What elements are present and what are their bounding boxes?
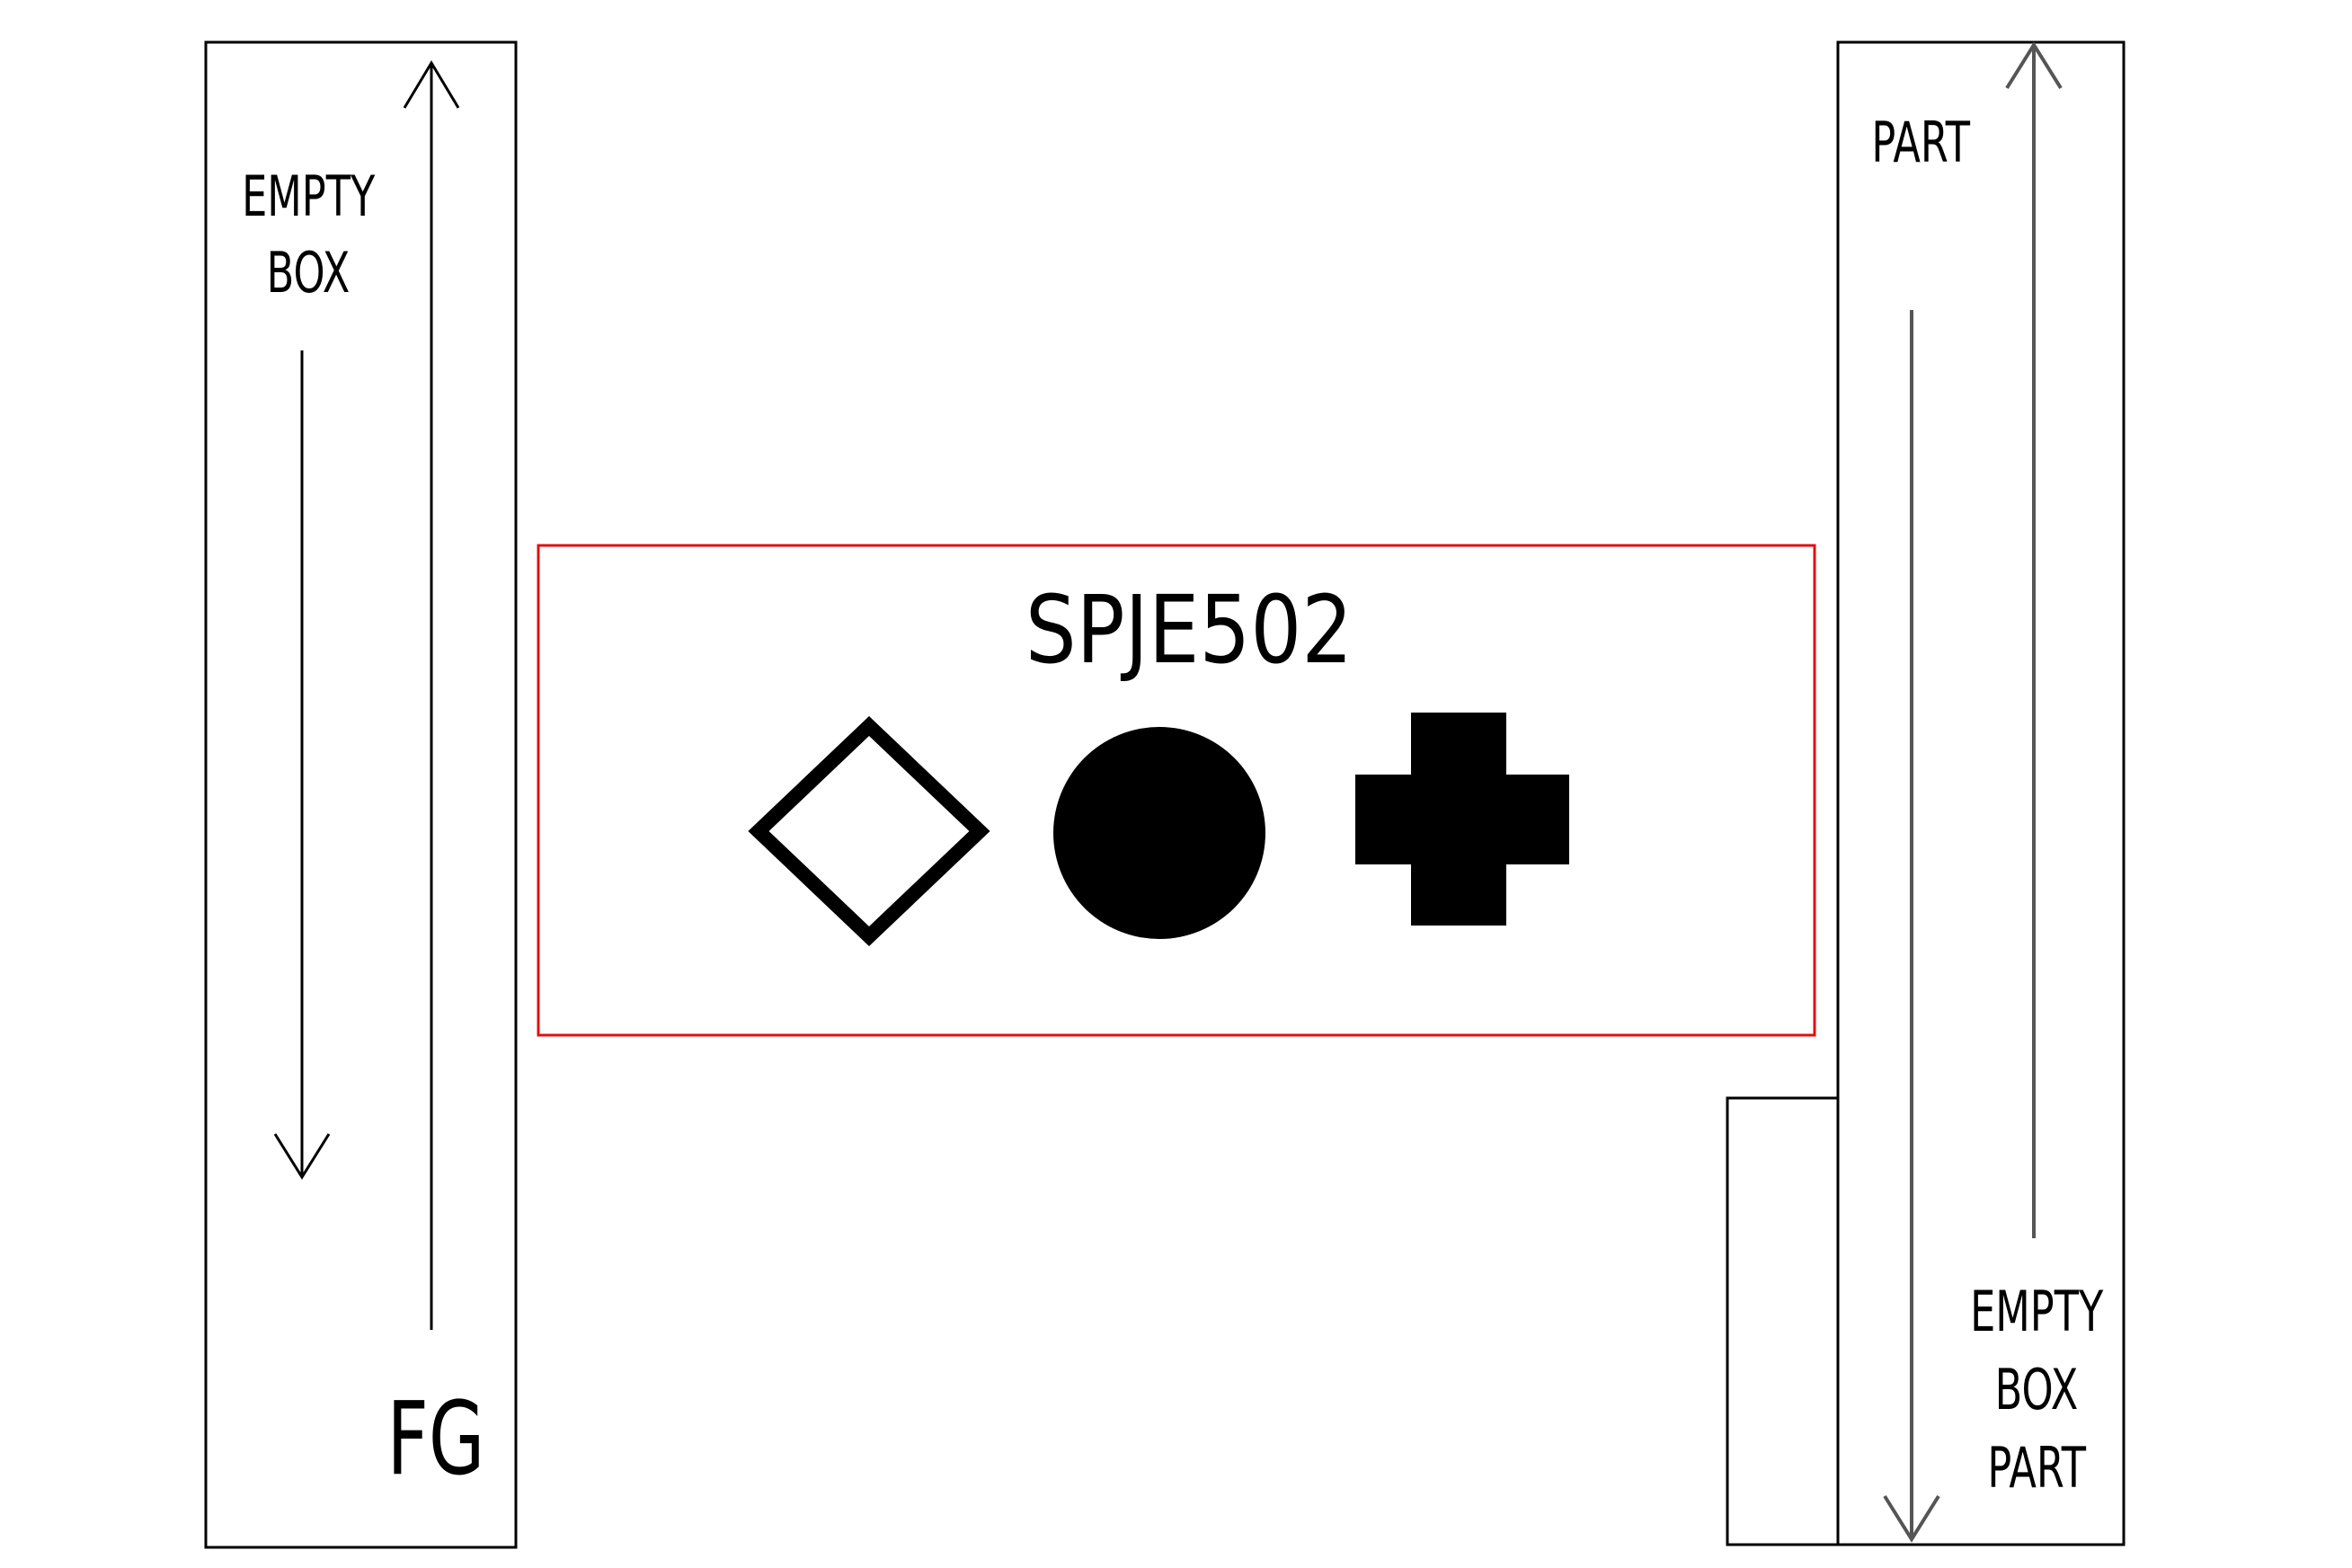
filled-plus-icon [1355, 713, 1569, 926]
right-lane-frame [1836, 40, 2126, 1546]
left-lane: EMPTY BOX FG [204, 40, 518, 1549]
empty-box-part-label-line1: EMPTY [1970, 1280, 2104, 1344]
right-lane: PART EMPTY BOX PART [1726, 40, 2126, 1546]
fg-label: FG [387, 1381, 485, 1499]
station-panel: SPJE502 [537, 544, 1816, 1037]
down-arrow-icon [1883, 310, 1940, 1543]
left-lane-label-line1: EMPTY [242, 164, 376, 229]
up-arrow-icon [403, 60, 460, 1330]
filled-circle-icon [1053, 727, 1265, 939]
right-side-box [1726, 1096, 1840, 1546]
station-id-label: SPJE502 [1025, 575, 1353, 684]
up-arrow-icon [2005, 41, 2063, 1238]
down-arrow-icon [273, 350, 331, 1180]
left-lane-label-line2: BOX [267, 241, 351, 306]
station-frame [537, 544, 1816, 1037]
part-label: PART [1871, 111, 1970, 175]
empty-box-part-label-line2: BOX [1995, 1358, 2079, 1422]
left-lane-frame [204, 40, 518, 1549]
empty-box-part-label-line3: PART [1987, 1436, 2086, 1501]
diamond-outline-icon [748, 715, 990, 947]
